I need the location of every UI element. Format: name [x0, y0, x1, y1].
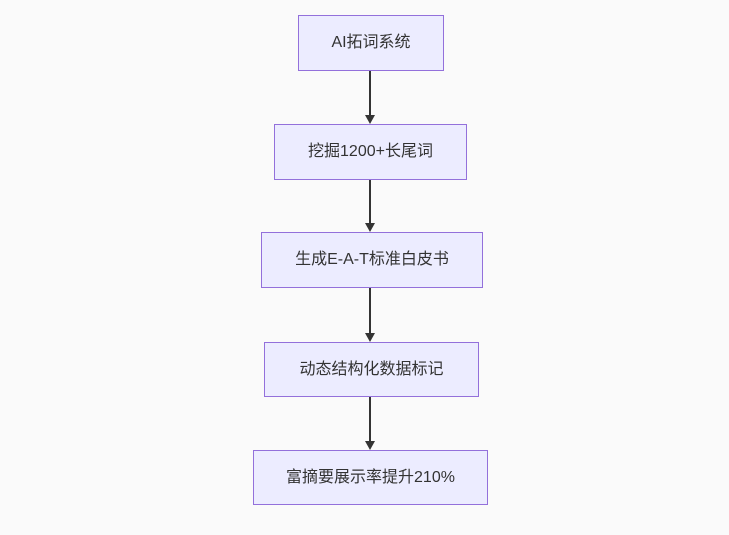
flow-node-label: 挖掘1200+长尾词	[308, 143, 433, 160]
flow-node-label: 动态结构化数据标记	[299, 360, 444, 378]
flow-arrow-1	[364, 71, 376, 124]
flow-node-label: 生成E-A-T标准白皮书	[295, 251, 449, 268]
arrow-down-icon	[365, 333, 375, 342]
flow-node-longtail-mining: 挖掘1200+长尾词	[274, 124, 467, 180]
arrow-down-icon	[365, 223, 375, 232]
flow-node-eat-whitepaper: 生成E-A-T标准白皮书	[261, 232, 483, 288]
flow-arrow-4	[364, 397, 376, 450]
flow-node-rich-snippet-result: 富摘要展示率提升210%	[253, 450, 488, 505]
arrow-down-icon	[365, 441, 375, 450]
flow-node-label: AI拓词系统	[331, 34, 411, 51]
flow-node-structured-data: 动态结构化数据标记	[264, 342, 479, 397]
flow-arrow-2	[364, 180, 376, 232]
arrow-line	[369, 288, 371, 333]
flow-arrow-3	[364, 288, 376, 342]
arrow-line	[369, 180, 371, 223]
arrow-line	[369, 397, 371, 441]
arrow-line	[369, 71, 371, 115]
flow-node-label: 富摘要展示率提升210%	[286, 468, 455, 486]
arrow-down-icon	[365, 115, 375, 124]
flow-node-ai-keyword-system: AI拓词系统	[298, 15, 444, 71]
